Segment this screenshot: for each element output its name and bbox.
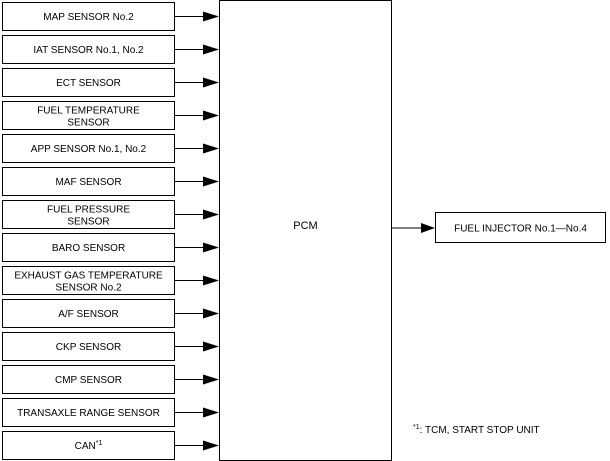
footnote-text: : TCM, START STOP UNIT [420,425,540,436]
signal-arrowhead [203,110,219,121]
input-transaxle-range-sensor: TRANSAXLE RANGE SENSOR [2,398,219,427]
signal-arrowhead [203,11,219,22]
input-box [2,266,175,295]
input-box [2,200,175,229]
input-label: TRANSAXLE RANGE SENSOR [17,408,160,419]
input-label-line: SENSOR No.2 [55,283,122,294]
input-box [2,299,175,328]
input-box [2,2,175,31]
signal-arrowhead [203,176,219,187]
pcm-label: PCM [293,220,317,232]
input-label: MAF SENSOR [55,177,121,188]
input-label-line: FUEL PRESSURE [47,205,130,216]
fuel-injector-box [435,212,606,243]
signal-arrowhead [203,374,219,385]
input-ckp-sensor: CKP SENSOR [2,332,219,361]
signal-arrowhead [203,242,219,253]
input-a-f-sensor: A/F SENSOR [2,299,219,328]
signal-arrowhead [203,341,219,352]
signal-arrowhead [203,407,219,418]
signal-arrowhead [203,440,219,451]
output-arrowhead [421,223,435,233]
input-box [2,431,175,460]
input-label: APP SENSOR No.1, No.2 [31,144,147,155]
input-label-line: SENSOR [67,118,109,129]
signal-arrowhead [203,44,219,55]
input-label-line: EXHAUST GAS TEMPERATURE [14,271,163,282]
input-label: CKP SENSOR [56,342,121,353]
input-label: IAT SENSOR No.1, No.2 [33,45,144,56]
input-box [2,365,175,394]
input-app-sensor-no-1-no-2: APP SENSOR No.1, No.2 [2,134,219,163]
signal-arrowhead [203,308,219,319]
input-label: CAN*1 [75,440,103,452]
input-box [2,68,175,97]
pcm-block: PCM [219,0,392,461]
input-label-line: SENSOR [67,217,109,228]
input-label: BARO SENSOR [52,243,125,254]
output-signal: FUEL INJECTOR No.1—No.4 [391,212,606,243]
input-ect-sensor: ECT SENSOR [2,68,219,97]
footnote: *1: TCM, START STOP UNIT [413,424,540,436]
input-box [2,35,175,64]
input-cmp-sensor: CMP SENSOR [2,365,219,394]
input-can: CAN*1 [2,431,219,460]
input-box [2,332,175,361]
input-map-sensor-no-2: MAP SENSOR No.2 [2,2,219,31]
signal-arrowhead [203,77,219,88]
fuel-injector-label: FUEL INJECTOR No.1—No.4 [454,224,587,235]
footnote-marker: *1 [413,424,420,431]
input-label-text: CAN [75,441,96,452]
input-label: CMP SENSOR [55,375,122,386]
input-maf-sensor: MAF SENSOR [2,167,219,196]
input-label: MAP SENSOR No.2 [43,12,134,23]
input-iat-sensor-no-1-no-2: IAT SENSOR No.1, No.2 [2,35,219,64]
can-footnote-marker: *1 [96,440,103,447]
signal-arrowhead [203,275,219,286]
signal-arrowhead [203,209,219,220]
pcm-box [219,0,392,461]
input-baro-sensor: BARO SENSOR [2,233,219,262]
input-label: A/F SENSOR [58,309,119,320]
input-label-line: FUEL TEMPERATURE [37,106,140,117]
input-label: ECT SENSOR [56,78,121,89]
input-box [2,101,175,130]
signal-arrowhead [203,143,219,154]
input-box [2,398,175,427]
